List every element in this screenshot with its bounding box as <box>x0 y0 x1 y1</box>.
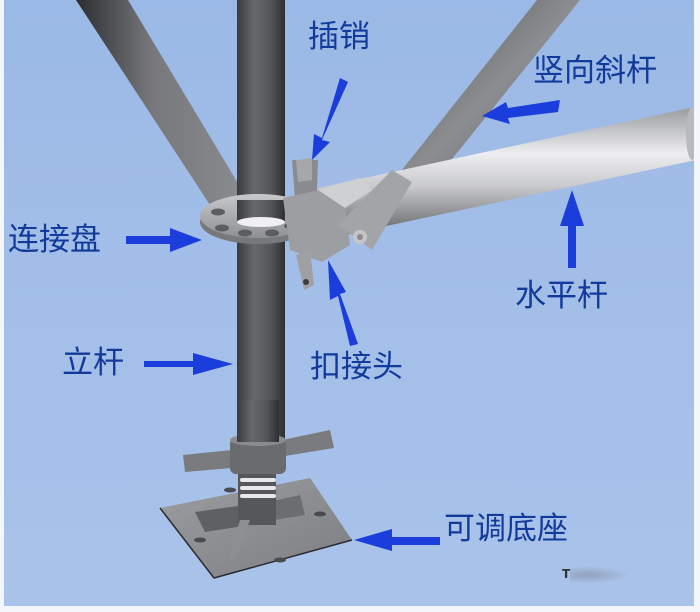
buckle-joint <box>283 170 412 290</box>
label-horizontal-rod: 水平杆 <box>515 278 608 314</box>
arrow-buckle-joint <box>328 260 358 346</box>
label-vertical-pole: 立杆 <box>62 345 124 381</box>
label-pin: 插销 <box>308 19 370 55</box>
arrow-vertical-pole <box>144 353 233 375</box>
label-connection-disc: 连接盘 <box>8 222 101 258</box>
watermark-smudge <box>570 566 630 584</box>
left-diagonal-rod <box>76 0 245 205</box>
frame-bottom-edge <box>0 606 700 612</box>
arrow-adjustable-base <box>354 529 440 551</box>
label-adjustable-base: 可调底座 <box>444 511 568 547</box>
arrow-horizontal-rod <box>560 190 584 268</box>
arrow-connection-disc <box>126 228 202 252</box>
arrow-pin <box>312 78 348 160</box>
arrows <box>126 78 584 551</box>
label-vertical-diagonal-rod: 竖向斜杆 <box>533 53 657 89</box>
arrow-vertical-diagonal <box>482 100 560 124</box>
label-buckle-joint: 扣接头 <box>310 349 403 385</box>
right-diagonal-rod <box>382 0 580 205</box>
watermark: T <box>562 567 571 581</box>
frame-right-edge <box>694 0 700 612</box>
frame-left-edge <box>0 0 4 612</box>
adjustable-base <box>159 400 353 579</box>
